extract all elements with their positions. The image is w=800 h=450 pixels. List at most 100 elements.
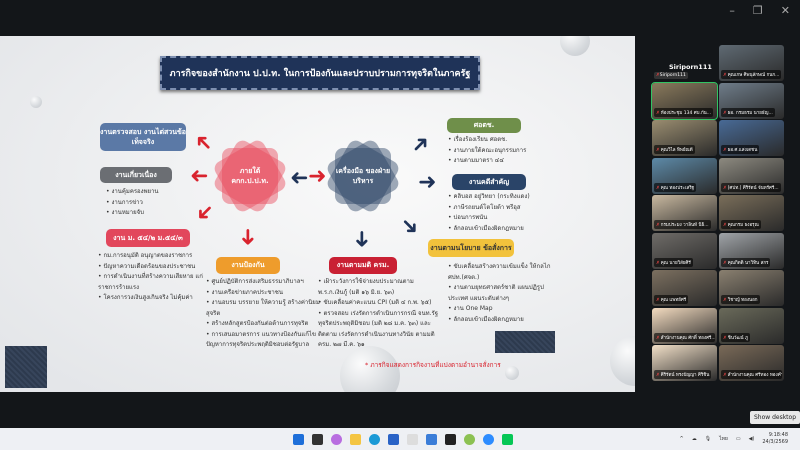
participant-tile[interactable]: ✗คุณวิไล ทิพย์ณดี [652,120,717,156]
box-policy: งานตามนโยบาย ข้อสั่งการ [428,239,514,257]
box-m54: งาน ม. ๕๔/๒ ม.๕๔/๓ [106,229,190,247]
participant-name: ✗ศิริรัตน์ ทรงปัญญา ศิริชิน [654,370,712,379]
participant-name: ✗[ศปท.] ศิริรัตน์ จันทร์ศรี... [721,182,781,192]
mic-muted-icon: ✗ [723,260,727,266]
participant-name: ✗คุณ แพทย์ศรี [654,295,689,304]
edge-icon[interactable] [369,433,380,445]
participant-tile[interactable]: ✗คุณ ทองประเสริฐ [652,157,717,194]
mic-muted-icon: ✗ [723,373,727,378]
slide-footnote: * ภารกิจแสดงการกิจงานที่แบ่งตามอำนาจสั่ง… [365,361,501,369]
zoom-icon[interactable] [483,433,494,445]
amazon-icon[interactable] [407,433,418,445]
window-controls: – ❐ ✕ [729,4,790,17]
shared-screen-slide: ภารกิจของสำนักงาน ป.ป.ท. ในการป้องกันและ… [0,36,635,392]
star-under-committee: ภายใต้ คกก.ป.ป.ท. [211,137,289,215]
participant-name: ✗ชินวัฒน์ ภู [721,332,750,342]
participant-name: ✗คุณกรม ธงอรุณ [721,220,761,229]
participant-tile[interactable]: ✗คุณ นายวิสัยศิรี [652,232,717,269]
windows-taskbar: ^ ☁ 🎙 ไทย ▭ ◀) 9:18:48 24/3/2569 [0,428,800,450]
participant-name: ✗คุณกิตติ นาวิทิน สกร [721,257,771,267]
mic-muted-icon: ✗ [656,185,660,191]
minimize-button[interactable]: – [729,4,735,17]
mic-muted-icon: ✗ [723,148,727,153]
participant-name: ✗ห้องประชุม 134 ศบ.กัน... [654,107,714,117]
mic-muted-icon: ✗ [656,110,660,116]
network-icon[interactable]: ▭ [735,436,741,442]
participant-name: ✗ผอ. กรมธรม นายธัญ... [721,107,775,117]
volume-icon[interactable]: ◀) [748,436,755,442]
chevron-up-icon[interactable]: ^ [679,436,684,442]
participant-name: ✗คุณ ทองประเสริฐ [654,182,697,192]
mic-icon[interactable]: 🎙 [704,436,712,442]
task-view-icon[interactable] [312,433,323,445]
prevention-list: ศูนย์ปฏิบัติการส่งเสริมธรรมาภิบาลฯงานเคร… [206,277,326,351]
mic-muted-icon: ✗ [656,148,660,153]
app-icon[interactable] [426,433,437,445]
participant-tile[interactable]: ✗คุณกิตติ นาวิทิน สกร [719,232,784,269]
water-drop [340,346,400,392]
cabinet-list: เฝ้าระวังการใช้จ่ายงบประมาณตาม พ.ร.ก.เงิ… [318,277,440,351]
clock[interactable]: 9:18:48 24/3/2569 [762,432,788,445]
decorative-box [495,331,555,353]
arrow-icon: ➜ [349,229,375,249]
dropbox-icon[interactable] [445,433,456,445]
box-prevention: งานป้องกัน [216,257,280,274]
mic-muted-icon: ✗ [656,73,660,78]
participant-name: ✗กรมประมง วาลินท์ นิธิ... [654,220,711,229]
language-indicator[interactable]: ไทย [719,436,728,442]
participant-tile[interactable]: ✗ห้องประชุม 134 ศบ.กัน... [651,81,718,120]
participant-tile[interactable]: ✗[ศปท.] ศิริรัตน์ จันทร์ศรี... [719,157,784,194]
start-icon[interactable] [293,433,304,445]
show-desktop-tooltip: Show desktop [749,411,800,424]
mic-muted-icon: ✗ [723,185,727,191]
water-drop [610,336,635,386]
participant-tile[interactable]: ✗คุณ แพทย์ศรี [652,270,717,306]
star-executive-tools: เครื่องมือ ของฝ่ายบริหาร [324,137,402,215]
arrow-icon: ➜ [405,129,437,161]
participant-name: ✗คุณ นายวิสัยศิรี [654,257,693,267]
arrow-icon: ➜ [290,165,309,190]
box-cabinet: งานตามมติ ครม. [329,257,397,274]
box-related: งานเกี่ยวเนื่อง [100,167,172,183]
water-drop [30,96,42,108]
line-icon[interactable] [502,433,513,445]
box-inspect: งานตรวจสอบ งานไต่สวนข้อเท็จจริง [100,123,186,151]
mic-muted-icon: ✗ [656,260,660,266]
participant-tile[interactable]: ✗ศิริรัตน์ ทรงปัญญา ศิริชิน [652,345,717,381]
participant-name: ✗คุณเกษ ศิพนุลักษณ์ กนก... [721,70,782,79]
participant-name: ✗คุณวิไล ทิพย์ณดี [654,145,695,154]
participant-tile[interactable]: ✗ผอ.ศ.แสงเดชน [719,120,784,156]
close-button[interactable]: ✕ [780,4,790,17]
store-icon[interactable] [388,433,399,445]
participant-tile[interactable]: ✗วิชาญ์ ทองนอก [719,270,784,306]
participant-tile[interactable]: ✗ชินวัฒน์ ภู [719,307,784,344]
participant-tile[interactable]: ✗ผอ. กรมธรม นายธัญ... [719,82,784,119]
participant-name: ✗สำนักงานคุณ ศรีทอง ทองคำ [721,370,782,379]
mic-muted-icon: ✗ [723,110,727,116]
mic-muted-icon: ✗ [723,298,727,303]
mic-muted-icon: ✗ [723,335,727,341]
participant-name: ✗วิชาญ์ ทองนอก [721,295,760,304]
arrow-icon: ➜ [394,211,425,243]
arrow-icon: ➜ [189,196,220,228]
participant-tile[interactable]: ✗คุณกรม ธงอรุณ [719,195,784,231]
app-icon[interactable] [464,433,475,445]
arrow-icon: ➜ [308,164,327,189]
participant-tile[interactable]: ✗สำนักงานคุณ ศักดิ์ ทองศรี... [652,307,717,344]
mic-muted-icon: ✗ [723,73,727,78]
cloud-icon[interactable]: ☁ [691,436,697,442]
mic-muted-icon: ✗ [723,223,727,228]
participant-tile[interactable]: ✗กรมประมง วาลินท์ นิธิ... [652,195,717,231]
restore-button[interactable]: ❐ [752,4,763,17]
arrow-icon: ➜ [235,227,261,247]
self-tile-name: ✗Siriporn111 [654,72,688,79]
participant-name: ✗สำนักงานคุณ ศักดิ์ ทองศรี... [654,332,715,342]
decorative-box [5,346,47,388]
related-list: งานคุ้มครองพยานงานการข่าวงานหมายจับ [106,187,158,219]
participant-tile[interactable]: ✗สำนักงานคุณ ศรีทอง ทองคำ [719,345,784,381]
participant-name: ✗ผอ.ศ.แสงเดชน [721,145,760,154]
mic-muted-icon: ✗ [656,373,660,378]
copilot-icon[interactable] [331,433,342,445]
participant-tile[interactable]: ✗คุณเกษ ศิพนุลักษณ์ กนก... [719,45,784,81]
file-explorer-icon[interactable] [350,433,361,445]
